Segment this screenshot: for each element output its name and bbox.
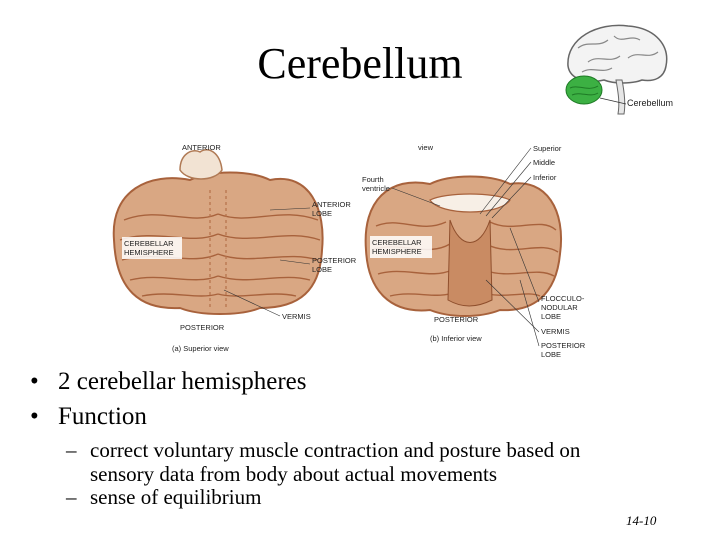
cerebrum-outline: [567, 24, 668, 84]
bullet-text: 2 cerebellar hemispheres: [58, 368, 307, 395]
inferior-view-illustration: [364, 175, 562, 317]
superior-view-illustration: [112, 149, 324, 315]
cerebellum-highlight: [565, 75, 603, 105]
bullet-item: •2 cerebellar hemispheres: [30, 364, 307, 399]
label-superior-peduncle: Superior: [533, 144, 562, 153]
label-posterior-lobe-1: POSTERIOR: [312, 256, 357, 265]
bullet-item: •Function: [30, 399, 307, 434]
label-inferior-posterior-lobe-1: POSTERIOR: [541, 341, 586, 350]
label-flocculonodular-2: NODULAR: [541, 303, 578, 312]
slide-title: Cerebellum: [257, 39, 463, 88]
subbullet-line: sense of equilibrium: [90, 485, 262, 509]
subbullet-item: – correct voluntary muscle contraction a…: [66, 438, 581, 486]
label-inferior-peduncle: Inferior: [533, 173, 557, 182]
label-hemisphere-1: CEREBELLAR: [124, 239, 174, 248]
inset-label: Cerebellum: [627, 98, 673, 108]
bullet-list: •2 cerebellar hemispheres •Function: [30, 364, 307, 434]
label-inferior-posterior-lobe-2: LOBE: [541, 350, 561, 359]
subbullet-line: correct voluntary muscle contraction and…: [90, 438, 581, 462]
brainstem: [615, 79, 626, 115]
label-fourth-ventricle-1: Fourth: [362, 175, 384, 184]
label-posterior-lobe-2: LOBE: [312, 265, 332, 274]
label-posterior: POSTERIOR: [180, 323, 225, 332]
label-hemisphere-2: HEMISPHERE: [124, 248, 174, 257]
label-view: view: [418, 143, 434, 152]
caption-superior: (a) Superior view: [172, 344, 229, 353]
label-flocculonodular-3: LOBE: [541, 312, 561, 321]
label-inferior-hemisphere-2: HEMISPHERE: [372, 247, 422, 256]
slide-number: 14-10: [626, 513, 657, 528]
label-flocculonodular-1: FLOCCULO-: [541, 294, 585, 303]
label-middle-peduncle: Middle: [533, 158, 555, 167]
brain-inset-illustration: Cerebellum: [565, 24, 673, 115]
label-anterior: ANTERIOR: [182, 143, 221, 152]
subbullet-list: – correct voluntary muscle contraction a…: [66, 438, 581, 510]
label-anterior-lobe-2: LOBE: [312, 209, 332, 218]
caption-inferior: (b) Inferior view: [430, 334, 482, 343]
label-inferior-vermis: VERMIS: [541, 327, 570, 336]
subbullet-line: sensory data from body about actual move…: [90, 461, 498, 486]
label-anterior-lobe-1: ANTERIOR: [312, 200, 351, 209]
label-fourth-ventricle-2: ventricle: [362, 184, 390, 193]
label-inferior-posterior: POSTERIOR: [434, 315, 479, 324]
label-inferior-hemisphere-1: CEREBELLAR: [372, 238, 422, 247]
cerebellum-anatomy-figure: ANTERIOR ANTERIOR LOBE CEREBELLAR HEMISP…: [112, 143, 586, 359]
bullet-text: Function: [58, 403, 147, 430]
label-vermis: VERMIS: [282, 312, 311, 321]
subbullet-item: – sense of equilibrium: [66, 485, 262, 509]
